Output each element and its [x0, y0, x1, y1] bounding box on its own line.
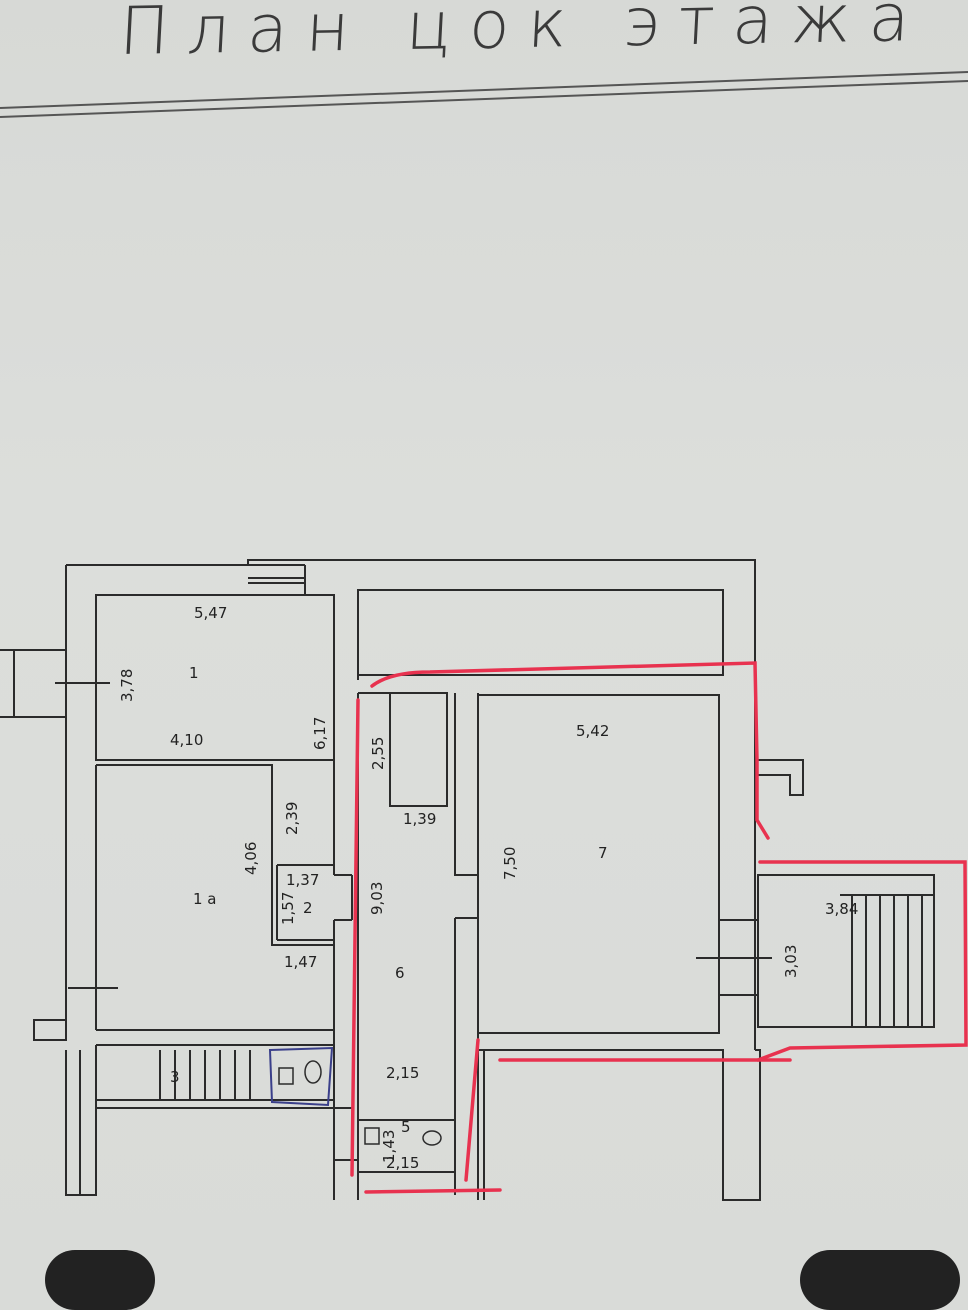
walls: [0, 559, 935, 1201]
dim-410: 4,10: [170, 731, 203, 749]
dim-157: 1,57: [279, 892, 297, 925]
room-3: 3: [170, 1068, 180, 1086]
room-1a: 1 а: [193, 890, 217, 908]
left-stairs: [159, 1050, 251, 1100]
room-5: 5: [401, 1118, 411, 1136]
floor-plan: 5,47 3,78 1 4,10 6,17 2,39 4,06 1,37 1 а…: [0, 71, 968, 1201]
dim-255: 2,55: [369, 737, 387, 770]
bottom-right-button[interactable]: [800, 1250, 960, 1310]
dim-903: 9,03: [368, 882, 386, 915]
dim-215-a: 2,15: [386, 1064, 419, 1082]
dim-406: 4,06: [242, 842, 260, 875]
dim-547: 5,47: [194, 604, 227, 622]
room-2: 2: [303, 899, 313, 917]
dim-542: 5,42: [576, 722, 609, 740]
bottom-left-button[interactable]: [45, 1250, 155, 1310]
labels: 5,47 3,78 1 4,10 6,17 2,39 4,06 1,37 1 а…: [118, 604, 858, 1172]
toilet-icon: [304, 1060, 322, 1084]
room-6: 6: [395, 964, 405, 982]
dim-384: 3,84: [825, 900, 858, 918]
right-stairs: [840, 894, 934, 1027]
dim-378: 3,78: [118, 669, 136, 702]
dim-239: 2,39: [283, 802, 301, 835]
highlight-outline: [350, 661, 968, 1194]
sink-icon-2: [364, 1127, 380, 1145]
room-7: 7: [598, 844, 608, 862]
dim-137: 1,37: [286, 871, 319, 889]
blue-mark: [268, 1046, 334, 1107]
room-1: 1: [189, 664, 199, 682]
dim-143: 1,43: [380, 1130, 398, 1163]
toilet-icon-2: [422, 1130, 442, 1146]
dim-139: 1,39: [403, 810, 436, 828]
dim-147: 1,47: [284, 953, 317, 971]
title-rule: [0, 71, 968, 118]
dim-303: 3,03: [782, 945, 800, 978]
fixtures: [278, 1060, 442, 1146]
dim-215-b: 2,15: [386, 1154, 419, 1172]
dim-750: 7,50: [501, 847, 519, 880]
dim-617: 6,17: [311, 717, 329, 750]
sink-icon: [278, 1067, 294, 1085]
